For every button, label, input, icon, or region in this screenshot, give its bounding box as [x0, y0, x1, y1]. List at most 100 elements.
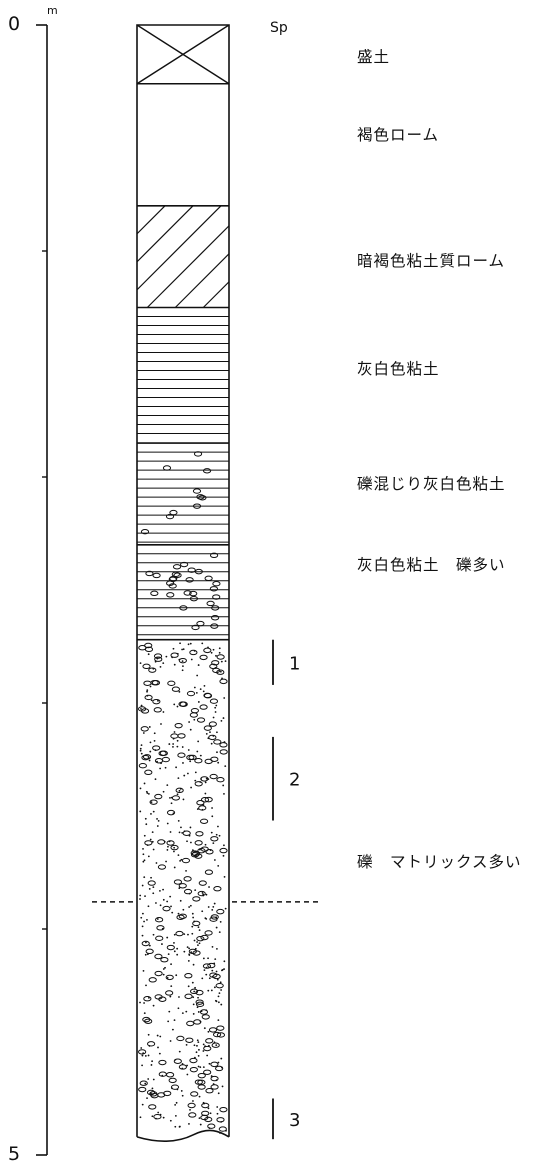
- sand-dot: [166, 900, 169, 903]
- sand-dot: [156, 918, 159, 920]
- pebble: [198, 495, 207, 501]
- gravel-pebble: [196, 717, 206, 723]
- sand-dot: [180, 858, 183, 861]
- gravel-pebble: [203, 1069, 212, 1075]
- sand-dot: [189, 728, 192, 731]
- sand-dot: [173, 866, 176, 869]
- sand-dot: [203, 1027, 206, 1030]
- gravel-pebble: [204, 930, 213, 936]
- sand-dot: [207, 906, 210, 908]
- sand-dot: [218, 992, 221, 995]
- gravel-pebble: [216, 1032, 226, 1038]
- sand-dot: [142, 853, 145, 856]
- gravel-pebble: [184, 993, 193, 1000]
- sand-dot: [144, 817, 147, 820]
- sand-dot: [180, 1090, 183, 1092]
- sand-dot: [201, 910, 204, 913]
- gravel-pebble: [183, 888, 193, 895]
- sand-dot: [172, 737, 175, 740]
- sand-dot: [173, 850, 175, 853]
- sand-dot: [147, 757, 150, 760]
- sand-dot: [178, 831, 181, 834]
- gravel-pebble: [148, 977, 157, 983]
- sand-dot: [167, 953, 170, 956]
- sand-dot: [175, 974, 178, 977]
- gravel-pebble: [166, 809, 176, 816]
- sand-dot: [148, 759, 151, 762]
- sand-dot: [169, 1040, 172, 1042]
- sand-dot: [211, 807, 213, 809]
- sand-dot: [207, 957, 209, 960]
- sand-dot: [162, 973, 165, 976]
- sand-dot: [147, 792, 150, 795]
- sand-dot: [189, 760, 192, 763]
- sand-dot: [176, 745, 179, 748]
- sand-dot: [215, 1044, 218, 1047]
- sand-dot: [183, 950, 186, 953]
- sand-dot: [193, 718, 196, 721]
- sand-dot: [206, 1054, 209, 1057]
- gravel-pebble: [218, 1126, 227, 1132]
- gravel-pebble: [207, 1123, 216, 1129]
- gravel-pebble: [203, 725, 212, 731]
- gravel-pebble: [199, 704, 208, 710]
- sand-dot: [148, 1045, 151, 1047]
- gravel-pebble: [182, 830, 191, 836]
- sand-dot: [140, 752, 143, 755]
- sand-dot: [218, 647, 221, 650]
- sand-dot: [159, 1113, 162, 1116]
- sand-dot: [170, 905, 172, 908]
- sand-dot: [212, 1083, 215, 1085]
- sand-dot: [214, 958, 217, 961]
- gravel-pebble: [195, 999, 204, 1005]
- sand-dot: [169, 895, 172, 898]
- sand-dot: [205, 893, 208, 896]
- sand-dot: [193, 990, 196, 993]
- sand-dot: [198, 1095, 201, 1098]
- gravel-pebble: [186, 754, 195, 761]
- sand-dot: [178, 690, 181, 693]
- sand-dot: [213, 902, 216, 905]
- pebble: [211, 605, 220, 611]
- sand-dot: [217, 995, 220, 998]
- gravel-pebble: [184, 973, 193, 979]
- gravel-pebble: [166, 944, 175, 951]
- sand-dot: [141, 884, 144, 887]
- gravel-pebble: [215, 982, 224, 989]
- sand-dot: [166, 976, 169, 979]
- sand-dot: [176, 1088, 179, 1091]
- sand-dot: [204, 781, 207, 784]
- sand-dot: [211, 815, 214, 818]
- gravel-pebble: [192, 920, 201, 927]
- gravel-pebble: [194, 1079, 203, 1085]
- sand-dot: [217, 1092, 220, 1095]
- sand-dot: [224, 907, 227, 910]
- pebble: [206, 600, 215, 607]
- gravel-pebble: [165, 990, 174, 996]
- sand-dot: [187, 772, 189, 775]
- sand-dot: [192, 916, 195, 919]
- sand-dot: [187, 933, 189, 936]
- sand-dot: [199, 1066, 202, 1069]
- sand-dot: [196, 674, 199, 677]
- layer-label-grey-white-clay: 灰白色粘土: [357, 360, 440, 378]
- sand-dot: [217, 1061, 220, 1064]
- sand-dot: [197, 996, 199, 999]
- sand-dot: [159, 767, 162, 770]
- sand-dot: [140, 744, 143, 747]
- sand-dot: [177, 912, 180, 915]
- sand-dot: [152, 667, 155, 670]
- gravel-pebble: [216, 654, 225, 660]
- sand-dot: [152, 1078, 155, 1081]
- sand-dot: [197, 1054, 200, 1057]
- sand-dot: [222, 784, 225, 787]
- sand-dot: [143, 859, 146, 862]
- sand-dot: [176, 652, 179, 655]
- gravel-pebble: [140, 726, 149, 732]
- sand-dot: [139, 749, 142, 752]
- sand-dot: [190, 951, 193, 954]
- sand-dot: [222, 717, 225, 719]
- sand-dot: [169, 831, 172, 833]
- gravel-pebble: [219, 742, 228, 748]
- sand-dot: [208, 977, 211, 980]
